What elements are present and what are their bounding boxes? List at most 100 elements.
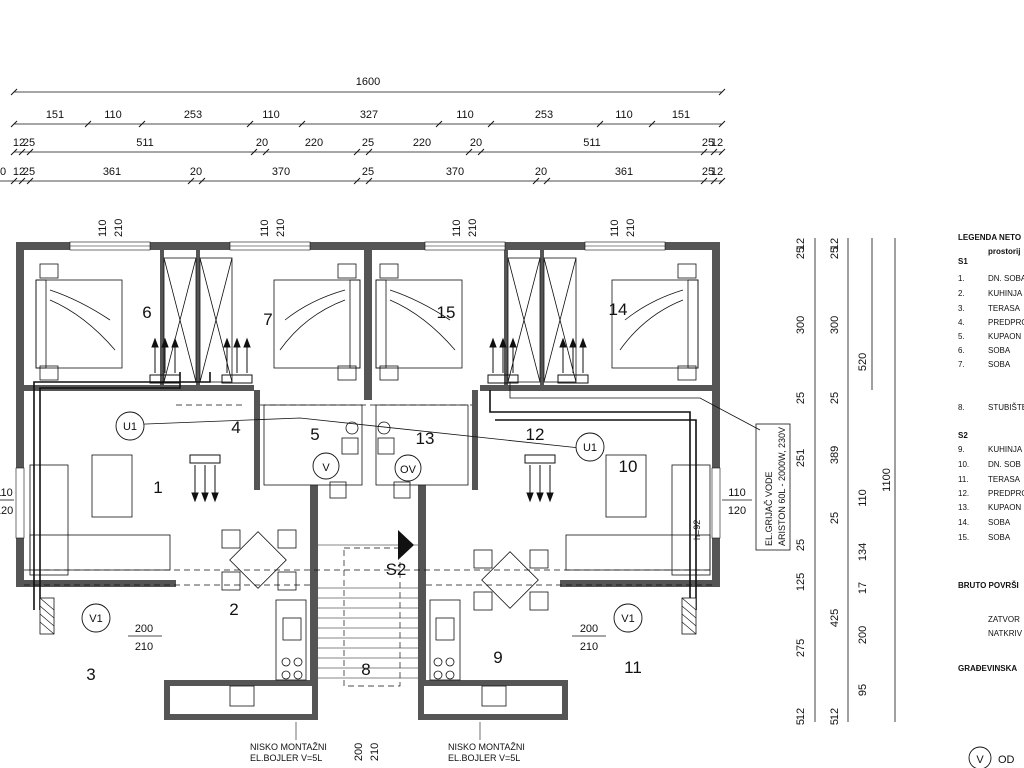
ov-label: OV xyxy=(400,464,417,476)
bed-room-6 xyxy=(35,263,123,381)
v1-label: V1 xyxy=(89,613,102,625)
bed-room-14 xyxy=(611,263,699,381)
right-dim-col-1: 25 12 300 25 251 25 125 275 12 5 xyxy=(795,238,807,725)
room-2: 2 xyxy=(229,600,238,619)
living-furniture-left xyxy=(29,454,171,576)
side-dim: 110 xyxy=(0,487,13,499)
dim-label: 17 xyxy=(857,582,869,594)
symbol-v: V xyxy=(312,452,340,480)
dim-label: 5 xyxy=(795,719,807,725)
dim-label: 511 xyxy=(136,137,154,149)
legend-text: PREDPRO xyxy=(988,489,1024,498)
dim-label: 110 xyxy=(456,109,474,121)
dim-label: 361 xyxy=(615,166,633,178)
room-12: 12 xyxy=(526,425,545,444)
dim-label: 12 xyxy=(795,708,807,720)
room-7: 7 xyxy=(263,310,272,329)
dim-label: 253 xyxy=(535,109,553,121)
room-14: 14 xyxy=(609,300,628,319)
height-label: h=92 xyxy=(692,520,702,540)
dim-label: 25 xyxy=(795,392,807,404)
legend-subtitle: prostorij xyxy=(988,247,1020,256)
dim-label: 151 xyxy=(46,109,64,121)
legend-text: TERASA xyxy=(988,475,1021,484)
legend-num: 10. xyxy=(958,460,969,469)
u1-label: U1 xyxy=(123,421,137,433)
dining-table-right xyxy=(473,549,549,611)
legend-text: SOBA xyxy=(988,346,1011,355)
dim-total: 1600 xyxy=(356,76,380,88)
dim-label: 253 xyxy=(184,109,202,121)
dim-row-1: 151 110 253 110 327 110 253 110 151 xyxy=(46,109,690,121)
stair-label: S2 xyxy=(386,560,407,579)
heater-note: EL.GRIJAČ VODE ARISTON 60L - 2000W, 230V xyxy=(755,423,791,551)
legend-num: 5. xyxy=(958,332,965,341)
legend-natkriv: NATKRIV xyxy=(988,629,1023,638)
side-dim: 120 xyxy=(0,505,13,517)
v-label: V xyxy=(322,462,330,474)
legend-gradevinska: GRAĐEVINSKA xyxy=(958,664,1017,673)
dashed-lines xyxy=(24,404,712,687)
dim-label: 20 xyxy=(535,166,547,178)
room-9: 9 xyxy=(493,648,502,667)
dim-label: 520 xyxy=(857,353,869,371)
legend-num: 2. xyxy=(958,289,965,298)
side-dim: 110 xyxy=(728,487,746,499)
dim-label: 151 xyxy=(672,109,690,121)
dim-label: 25 xyxy=(23,137,35,149)
window-dim: 210 xyxy=(467,219,479,237)
legend-s2: S2 xyxy=(958,431,968,440)
legend-num: 12. xyxy=(958,489,969,498)
stair-dim: 200 xyxy=(353,743,365,761)
boiler-note: NISKO MONTAŽNI xyxy=(250,742,327,752)
legend-num: 3. xyxy=(958,304,965,313)
room-1: 1 xyxy=(153,478,162,497)
door-dim: 200 xyxy=(580,623,598,635)
symbol-u1-right: U1 xyxy=(575,432,605,462)
symbol-v1-right: V1 xyxy=(613,603,643,633)
window-dim: 110 xyxy=(97,219,109,237)
dim-label: 25 xyxy=(362,166,374,178)
legend-num: 8. xyxy=(958,403,965,412)
room-numbers: 1 2 3 4 5 6 7 8 9 10 11 12 13 14 15 xyxy=(86,300,642,684)
living-furniture-right xyxy=(565,454,711,576)
legend-v-text: OD xyxy=(998,754,1015,766)
side-dim: 120 xyxy=(728,505,746,517)
legend-num: 7. xyxy=(958,360,965,369)
boiler-note: EL.BOJLER V=5L xyxy=(448,753,520,763)
legend-text: SOBA xyxy=(988,360,1011,369)
dim-label: 12 xyxy=(795,238,807,250)
heater-arrows xyxy=(149,337,589,503)
heater-note-line: ARISTON 60L - 2000W, 230V xyxy=(777,427,787,546)
dim-label: 134 xyxy=(857,543,869,561)
bed-room-15 xyxy=(375,263,463,381)
dim-label: 25 xyxy=(702,166,714,178)
boiler-note: EL.BOJLER V=5L xyxy=(250,753,322,763)
dim-label: 25 xyxy=(23,166,35,178)
room-13: 13 xyxy=(416,429,435,448)
dim-label: 25 xyxy=(362,137,374,149)
dim-label: 389 xyxy=(829,446,841,464)
v1-label: V1 xyxy=(621,613,634,625)
top-dimension-chains xyxy=(0,91,722,182)
dim-label: 370 xyxy=(272,166,290,178)
legend-text: SOBA xyxy=(988,518,1011,527)
room-15: 15 xyxy=(437,303,456,322)
door-labels: 200 210 200 210 110 120 110 120 200 210 xyxy=(0,487,752,761)
window-dim: 210 xyxy=(275,219,287,237)
dim-label: 361 xyxy=(103,166,121,178)
right-dim-col-2: 25 12 300 25 389 110 25 134 17 425 200 9… xyxy=(829,238,869,725)
dim-label: 25 xyxy=(795,247,807,259)
legend-zatvor: ZATVOR xyxy=(988,615,1020,624)
legend-text: KUPAON xyxy=(988,503,1021,512)
room-5: 5 xyxy=(310,425,319,444)
legend: LEGENDA NETO prostorij S1 1. DN. SOBA 2.… xyxy=(958,233,1024,768)
symbol-ov: OV xyxy=(394,454,422,482)
dim-label: 0 xyxy=(0,166,6,178)
door-dim: 210 xyxy=(580,641,598,653)
window-dim: 210 xyxy=(625,219,637,237)
window-dim: 110 xyxy=(609,219,621,237)
room-6: 6 xyxy=(142,303,151,322)
legend-text: DN. SOB xyxy=(988,460,1021,469)
room-11: 11 xyxy=(624,658,642,677)
